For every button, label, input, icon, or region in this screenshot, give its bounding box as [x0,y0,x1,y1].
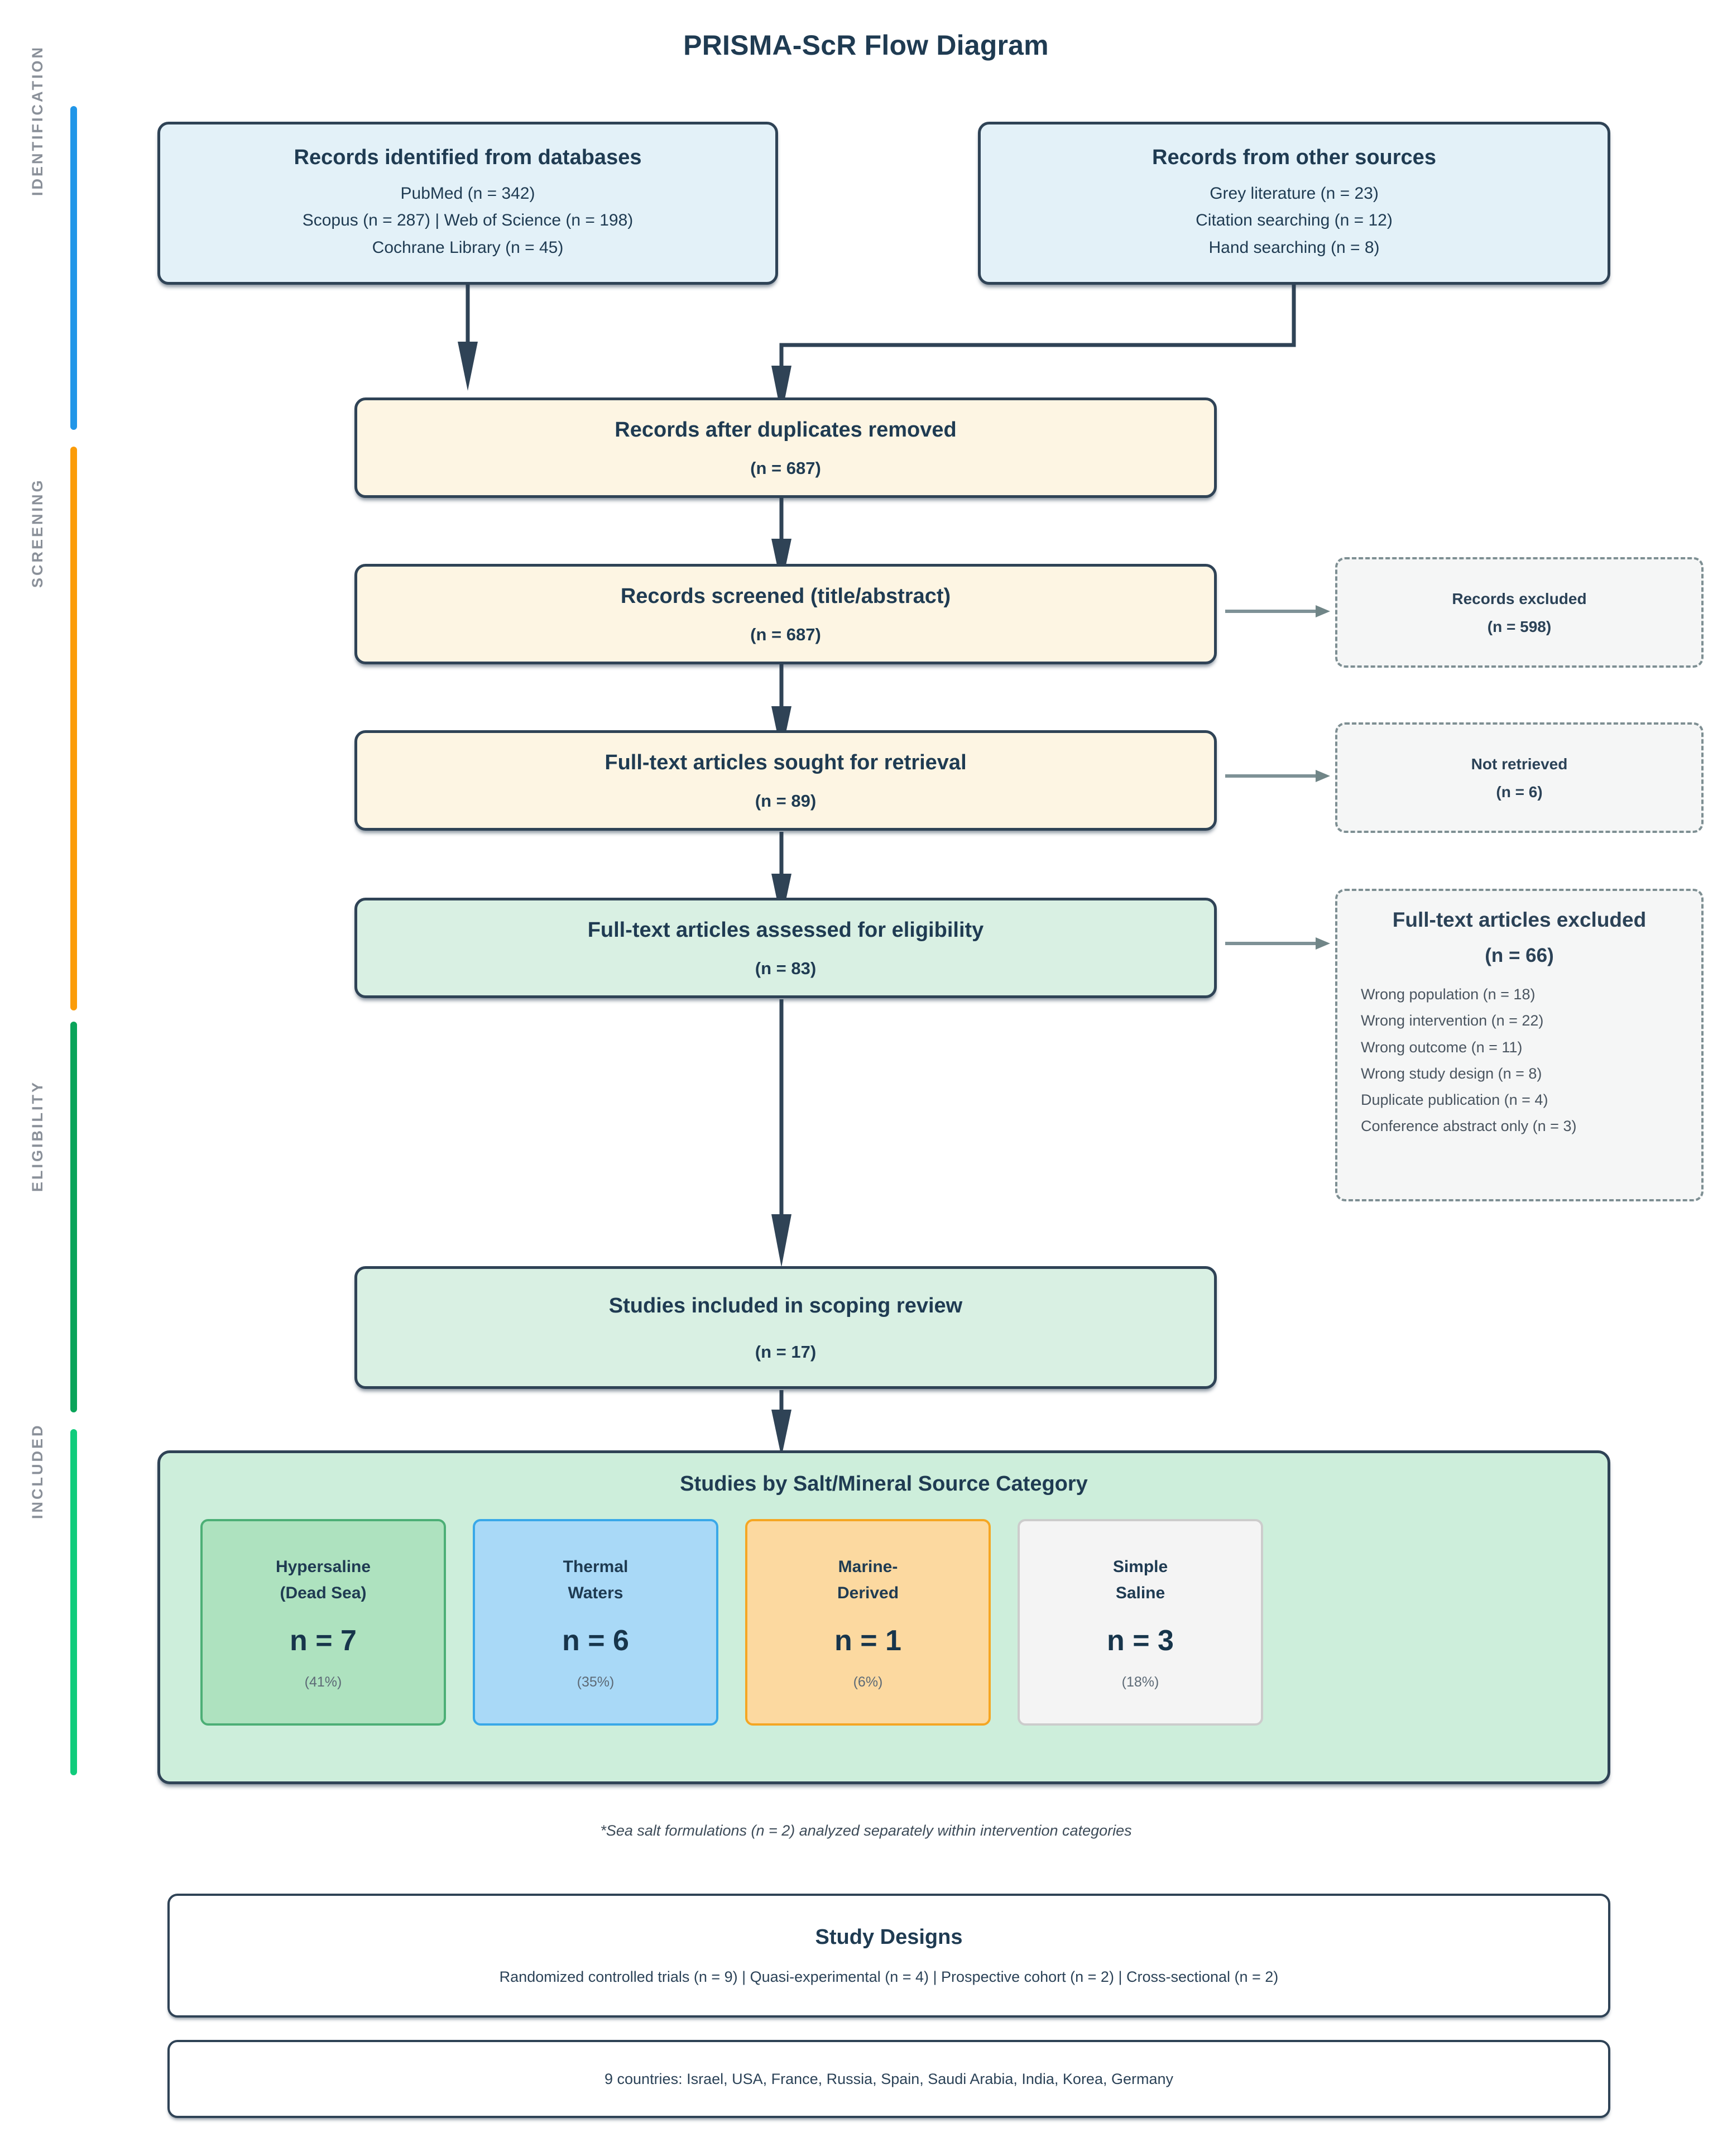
box-heading: Records from other sources [1152,146,1436,170]
category-name-line2: Waters [568,1583,623,1602]
stage-label-identification: IDENTIFICATION [29,45,46,196]
panel-title: Studies by Salt/Mineral Source Category [680,1472,1088,1496]
category-count: n = 1 [834,1625,901,1657]
box-detail-line: Cochrane Library (n = 45) [372,238,564,257]
box-detail-line: Citation searching (n = 12) [1196,211,1393,230]
category-name-line2: (Dead Sea) [280,1583,367,1602]
stage-label-eligibility: ELIGIBILITY [29,1080,46,1192]
box-detail-line: Grey literature (n = 23) [1210,184,1379,203]
footnote-sea-salt: *Sea salt formulations (n = 2) analyzed … [600,1822,1132,1839]
box-detail-line: Scopus (n = 287) | Web of Science (n = 1… [302,211,634,230]
category-card-marine-derived: Marine- Derived n = 1 (6%) [745,1519,991,1726]
category-name-line2: Saline [1115,1583,1165,1602]
box-heading: Records screened (title/abstract) [620,584,951,609]
box-records-excluded: Records excluded (n = 598) [1335,557,1704,668]
category-count: n = 7 [290,1625,357,1657]
category-name-line1: Marine- [838,1558,898,1576]
category-percent: (35%) [577,1674,615,1690]
stage-bar-eligibility [70,1022,77,1412]
category-name-line1: Hypersaline [275,1558,371,1576]
exclusion-reason: Wrong intervention (n = 22) [1361,1012,1544,1029]
box-heading: Study Designs [815,1925,963,1949]
box-heading: Studies included in scoping review [608,1294,963,1318]
box-count: (n = 89) [755,790,817,811]
box-fulltext-sought: Full-text articles sought for retrieval … [354,730,1217,831]
stage-label-included: INCLUDED [29,1423,46,1519]
box-records-screened: Records screened (title/abstract) (n = 6… [354,564,1217,664]
category-percent: (18%) [1121,1674,1159,1690]
category-card-hypersaline: Hypersaline (Dead Sea) n = 7 (41%) [200,1519,446,1726]
box-fulltext-assessed: Full-text articles assessed for eligibil… [354,898,1217,998]
box-detail-line: PubMed (n = 342) [400,184,535,203]
countries-line: 9 countries: Israel, USA, France, Russia… [604,2070,1173,2087]
category-name: Simple Saline [1113,1554,1168,1606]
box-heading: Full-text articles sought for retrieval [604,751,967,775]
box-count: (n = 687) [750,458,821,478]
page-title: PRISMA-ScR Flow Diagram [683,30,1049,61]
exclusion-reason: Conference abstract only (n = 3) [1361,1118,1577,1135]
box-detail-line: Hand searching (n = 8) [1208,238,1380,257]
category-percent: (6%) [853,1674,883,1690]
category-card-simple-saline: Simple Saline n = 3 (18%) [1018,1519,1263,1726]
box-heading: Full-text articles assessed for eligibil… [587,918,984,942]
category-count: n = 6 [562,1625,629,1657]
category-name-line1: Simple [1112,1558,1168,1576]
box-count: (n = 83) [755,958,817,978]
exclusion-reason: Duplicate publication (n = 4) [1361,1091,1548,1109]
box-count: (n = 687) [750,624,821,644]
exclusion-reason-list: Wrong population (n = 18) Wrong interven… [1349,981,1690,1140]
box-heading: Records after duplicates removed [615,418,957,442]
category-name: Thermal Waters [563,1554,628,1606]
category-count: n = 3 [1107,1625,1174,1657]
box-fulltext-excluded: Full-text articles excluded (n = 66) Wro… [1335,889,1704,1201]
box-countries: 9 countries: Israel, USA, France, Russia… [167,2040,1610,2118]
exclusion-reason: Wrong population (n = 18) [1361,986,1536,1003]
category-name: Hypersaline (Dead Sea) [276,1554,371,1606]
box-heading: Full-text articles excluded [1392,908,1647,931]
category-card-row: Hypersaline (Dead Sea) n = 7 (41%) Therm… [200,1519,1567,1726]
stage-bar-screening [70,447,77,1010]
box-count: (n = 598) [1487,618,1552,636]
panel-studies-by-category: Studies by Salt/Mineral Source Category … [157,1450,1610,1784]
category-percent: (41%) [304,1674,342,1690]
stage-label-screening: SCREENING [29,478,46,588]
box-heading: Not retrieved [1471,755,1568,773]
box-study-designs: Study Designs Randomized controlled tria… [167,1894,1610,2018]
box-count: (n = 17) [755,1341,817,1362]
box-records-other-sources: Records from other sources Grey literatu… [978,122,1610,285]
box-count: (n = 6) [1496,783,1543,801]
category-name-line1: Thermal [563,1558,628,1576]
category-name-line2: Derived [837,1583,899,1602]
box-heading: Records excluded [1452,590,1587,607]
exclusion-reason: Wrong outcome (n = 11) [1361,1038,1523,1056]
exclusion-reason: Wrong study design (n = 8) [1361,1065,1542,1082]
category-name: Marine- Derived [837,1554,899,1606]
stage-bar-included [70,1429,77,1775]
box-records-after-duplicates: Records after duplicates removed (n = 68… [354,397,1217,498]
study-designs-line: Randomized controlled trials (n = 9) | Q… [499,1968,1279,1985]
category-card-thermal-waters: Thermal Waters n = 6 (35%) [473,1519,718,1726]
box-count: (n = 66) [1485,945,1554,967]
box-studies-included: Studies included in scoping review (n = … [354,1266,1217,1389]
box-not-retrieved: Not retrieved (n = 6) [1335,722,1704,833]
box-records-identified-databases: Records identified from databases PubMed… [157,122,778,285]
box-heading: Records identified from databases [294,146,642,170]
stage-bar-identification [70,106,77,430]
